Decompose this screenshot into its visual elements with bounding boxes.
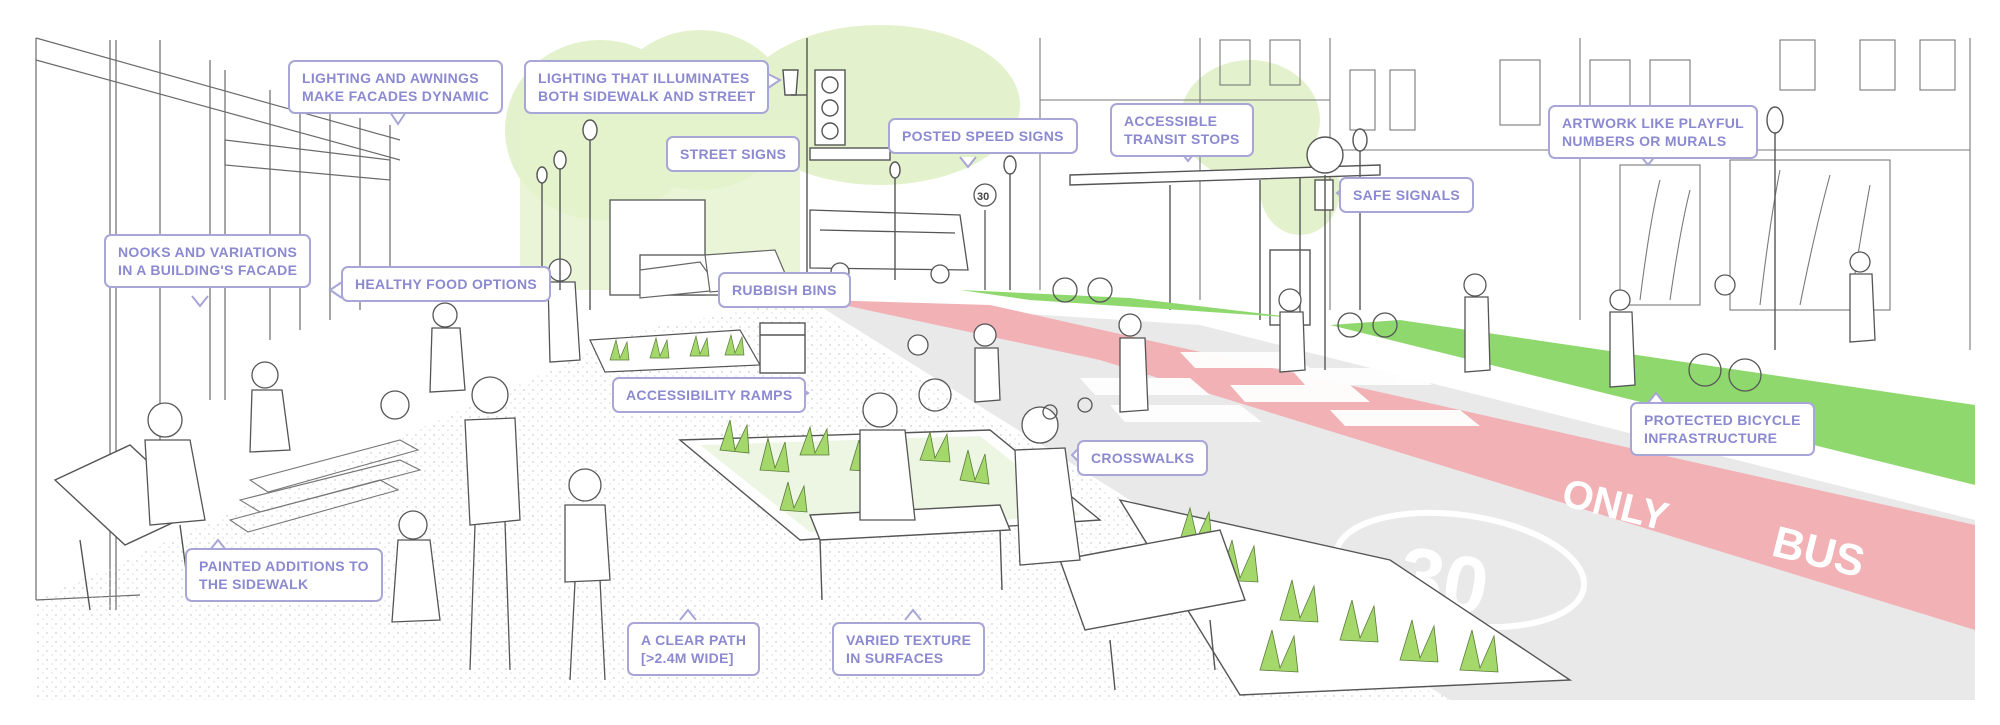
planter-front <box>1118 498 1573 696</box>
callout-healthy-food: HEALTHY FOOD OPTIONS <box>341 266 552 302</box>
callout-line: VARIED TEXTURE <box>846 632 972 648</box>
streetlights <box>536 38 1784 350</box>
callout-line: BOTH SIDEWALK AND STREET <box>538 88 756 104</box>
callout-line: PROTECTED BICYCLE <box>1644 412 1801 428</box>
speed-sign-number: 30 <box>977 191 989 203</box>
callout-lighting-awnings: LIGHTING AND AWNINGS MAKE FACADES DYNAMI… <box>288 60 504 114</box>
callout-line: A CLEAR PATH <box>641 632 747 648</box>
callout-line: LIGHTING AND AWNINGS <box>302 70 479 86</box>
callout-street-signs: STREET SIGNS <box>666 136 801 172</box>
callout-safe-signals: SAFE SIGNALS <box>1339 177 1475 213</box>
bike-lane-far <box>960 290 1300 318</box>
callout-clear-path: A CLEAR PATH [>2.4M WIDE] <box>627 622 761 676</box>
callout-line: THE SIDEWALK <box>199 576 309 592</box>
callout-line: SAFE SIGNALS <box>1353 187 1461 203</box>
speed-sign: 30 <box>973 183 997 290</box>
callout-posted-speed-signs: POSTED SPEED SIGNS <box>888 118 1078 154</box>
callout-line: NUMBERS OR MURALS <box>1562 133 1727 149</box>
callout-varied-texture: VARIED TEXTURE IN SURFACES <box>832 622 986 676</box>
callout-protected-bicycle: PROTECTED BICYCLE INFRASTRUCTURE <box>1630 402 1815 456</box>
callout-rubbish-bins: RUBBISH BINS <box>718 272 851 308</box>
callout-line: ACCESSIBILITY RAMPS <box>626 387 793 403</box>
callout-line: RUBBISH BINS <box>732 282 837 298</box>
bench-front <box>1059 529 1246 691</box>
callout-line: POSTED SPEED SIGNS <box>902 128 1064 144</box>
callout-line: CROSSWALKS <box>1091 450 1195 466</box>
left-buildings <box>35 37 401 610</box>
transit-shelter <box>1069 164 1381 330</box>
callout-line: ARTWORK LIKE PLAYFUL <box>1562 115 1745 131</box>
signal-pole <box>1306 136 1344 370</box>
callout-line: LIGHTING THAT ILLUMINATES <box>538 70 750 86</box>
callout-lighting-sidewalk-street: LIGHTING THAT ILLUMINATES BOTH SIDEWALK … <box>524 60 770 114</box>
planter-far <box>589 329 762 373</box>
traffic-signal <box>809 69 891 161</box>
callout-line: STREET SIGNS <box>680 146 787 162</box>
callout-line: IN A BUILDING'S FACADE <box>118 262 298 278</box>
callout-line: HEALTHY FOOD OPTIONS <box>355 276 538 292</box>
callout-crosswalks: CROSSWALKS <box>1077 440 1209 476</box>
callout-line: INFRASTRUCTURE <box>1644 430 1778 446</box>
callout-accessible-transit-stops: ACCESSIBLE TRANSIT STOPS <box>1110 103 1254 157</box>
callout-line: IN SURFACES <box>846 650 944 666</box>
callout-artwork: ARTWORK LIKE PLAYFUL NUMBERS OR MURALS <box>1548 105 1759 159</box>
callout-line: MAKE FACADES DYNAMIC <box>302 88 490 104</box>
callout-line: TRANSIT STOPS <box>1124 131 1240 147</box>
painted-sidewalk-shapes <box>228 439 422 533</box>
roadway <box>810 300 1975 700</box>
callout-line: PAINTED ADDITIONS TO <box>199 558 369 574</box>
callout-accessibility-ramps: ACCESSIBILITY RAMPS <box>612 377 807 413</box>
rubbish-bin <box>759 322 806 374</box>
callout-line: [>2.4M WIDE] <box>641 650 734 666</box>
callout-line: ACCESSIBLE <box>1124 113 1218 129</box>
people <box>144 251 1876 681</box>
callout-line: NOOKS AND VARIATIONS <box>118 244 298 260</box>
callout-nooks: NOOKS AND VARIATIONS IN A BUILDING'S FAC… <box>104 234 312 288</box>
right-buildings <box>1039 38 1971 350</box>
callout-painted-additions: PAINTED ADDITIONS TO THE SIDEWALK <box>185 548 383 602</box>
